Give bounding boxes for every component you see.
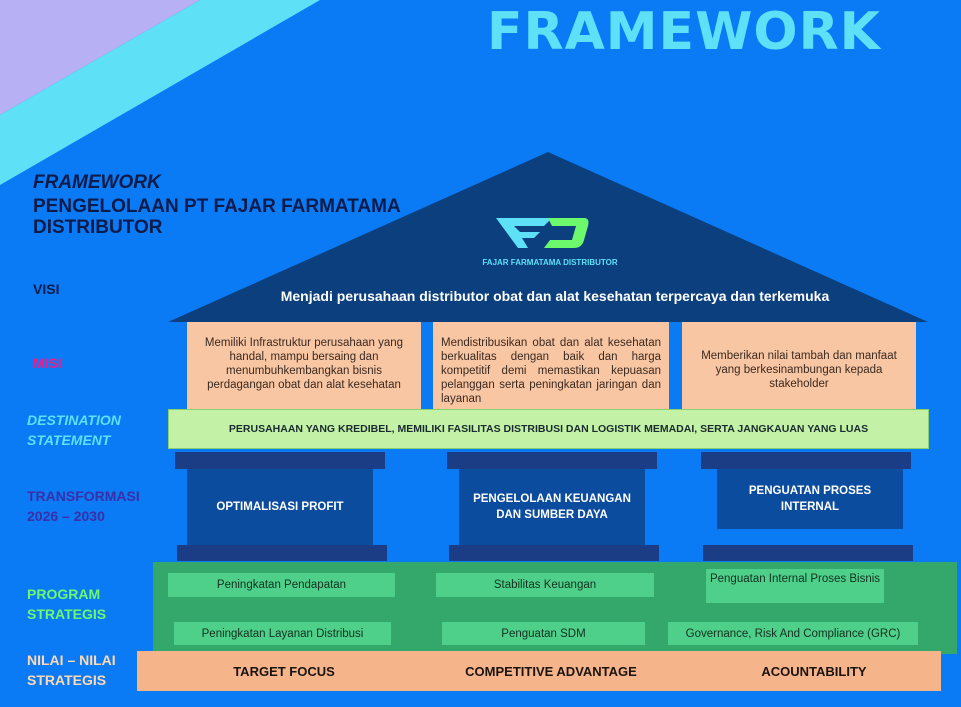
misi-box-1: Memiliki Infrastruktur perusahaan yang h… [187, 322, 421, 409]
pillar-1: OPTIMALISASI PROFIT [187, 469, 373, 545]
house-roof [168, 152, 928, 322]
pillar-3-capital [701, 452, 911, 469]
program-item: Stabilitas Keuangan [436, 573, 654, 597]
framework-subtitle: PENGELOLAAN PT FAJAR FARMATAMA DISTRIBUT… [33, 196, 400, 238]
program-item: Penguatan Internal Proses Bisnis [706, 569, 884, 603]
label-misi: MISI [33, 355, 62, 371]
pillar-3: PENGUATAN PROSES INTERNAL [717, 469, 903, 529]
company-logo-icon [496, 218, 589, 248]
misi-box-2: Mendistribusikan obat dan alat kesehatan… [433, 322, 669, 409]
nilai-strategis-band [137, 651, 941, 691]
program-item: Peningkatan Pendapatan [168, 573, 395, 597]
logo-company-name: FAJAR FARMATAMA DISTRIBUTOR [482, 258, 618, 267]
program-item: Governance, Risk And Compliance (GRC) [668, 622, 918, 645]
value-item: ACOUNTABILITY [761, 664, 867, 679]
pillar-2-base [449, 545, 659, 561]
label-visi: VISI [33, 281, 60, 297]
visi-statement: Menjadi perusahaan distributor obat dan … [280, 288, 830, 304]
label-nilai-strategis: NILAI – NILAI STRATEGIS [27, 652, 116, 688]
page-title: FRAMEWORK [487, 2, 881, 62]
corner-cyan-stripe [0, 0, 320, 185]
pillar-1-capital [175, 452, 385, 469]
label-program-strategis: PROGRAM STRATEGIS [27, 586, 107, 622]
misi-box-3: Memberikan nilai tambah dan manfaat yang… [682, 322, 916, 409]
pillar-2: PENGELOLAAN KEUANGAN DAN SUMBER DAYA [459, 469, 645, 545]
value-item: TARGET FOCUS [233, 664, 335, 679]
program-item: Peningkatan Layanan Distribusi [174, 622, 391, 645]
value-item: COMPETITIVE ADVANTAGE [465, 664, 637, 679]
program-item: Penguatan SDM [442, 622, 645, 645]
pillar-1-base [177, 545, 387, 561]
destination-statement-bar: PERUSAHAAN YANG KREDIBEL, MEMILIKI FASIL… [168, 409, 929, 449]
framework-label: FRAMEWORK [33, 172, 161, 193]
label-transformasi: TRANSFORMASI 2026 – 2030 [27, 488, 140, 524]
pillar-2-capital [447, 452, 657, 469]
pillar-3-base [703, 545, 913, 561]
label-destination-statement: DESTINATION STATEMENT [27, 412, 121, 448]
